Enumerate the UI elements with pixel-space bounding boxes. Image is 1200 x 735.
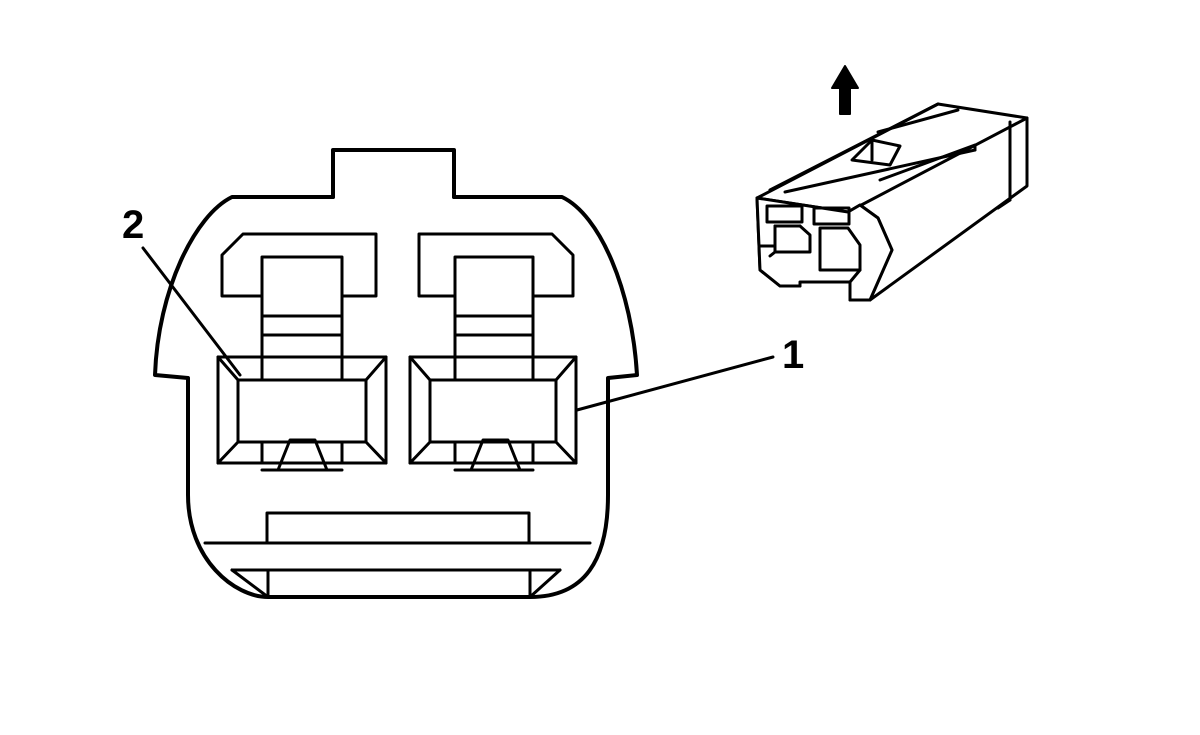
terminal-cavity-2 — [216, 232, 388, 472]
bottom-guide — [203, 511, 592, 599]
leader-line-2 — [141, 246, 242, 377]
callout-label-1: 1 — [782, 333, 804, 377]
up-arrow-icon — [831, 65, 859, 115]
leader-line-1 — [575, 355, 775, 412]
terminal-cavity-1 — [408, 232, 578, 472]
locking-tab — [331, 148, 456, 199]
connector-front-view — [153, 148, 639, 599]
callout-1: 1 — [575, 333, 804, 412]
callout-2: 2 — [122, 203, 242, 377]
connector-housing — [153, 195, 639, 599]
connector-isometric-view — [755, 102, 1029, 302]
callout-label-2: 2 — [122, 203, 144, 247]
